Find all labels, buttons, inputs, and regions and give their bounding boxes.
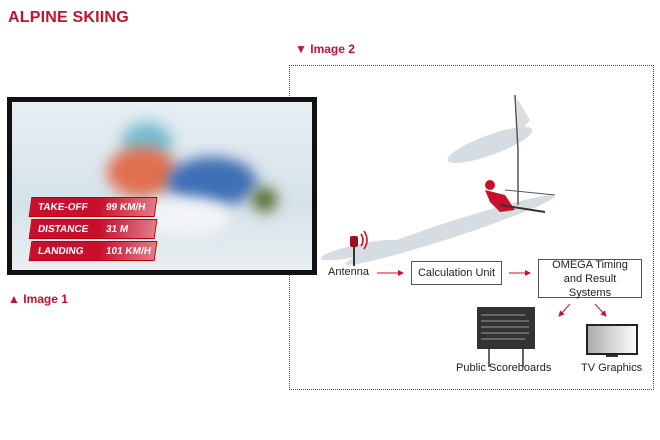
- overlay-label: DISTANCE: [37, 223, 90, 235]
- skier-illustration: [320, 94, 556, 265]
- triangle-up-icon: ▲: [8, 292, 20, 306]
- page-title: ALPINE SKIING: [8, 9, 129, 26]
- overlay-value: 101 KM/H: [105, 245, 152, 257]
- overlay-distance: DISTANCE 31 M: [28, 219, 158, 239]
- image2-caption: ▼ Image 2: [295, 42, 355, 56]
- image2-caption-text: Image 2: [310, 42, 355, 56]
- overlay-value: 31 M: [105, 223, 130, 235]
- tv-graphics-label: TV Graphics: [581, 362, 643, 374]
- omega-timing-box: OMEGA Timing and Result Systems: [538, 259, 642, 299]
- overlay-takeoff: TAKE-OFF 99 KM/H: [28, 197, 158, 217]
- tv-icon: [586, 324, 638, 357]
- scoreboard-icon: [477, 307, 535, 367]
- overlay-value: 99 KM/H: [105, 201, 147, 213]
- calculation-unit-box: Calculation Unit: [411, 261, 502, 285]
- antenna-label: Antenna: [328, 266, 369, 278]
- image1-caption: ▲ Image 1: [8, 292, 68, 306]
- tv-screen-image1: TAKE-OFF 99 KM/H DISTANCE 31 M LANDING 101 …: [7, 97, 317, 275]
- overlay-label: LANDING: [37, 245, 85, 257]
- image1-caption-text: Image 1: [23, 292, 68, 306]
- overlay-label: TAKE-OFF: [37, 201, 89, 213]
- antenna-icon: [350, 230, 368, 266]
- public-scoreboards-label: Public Scoreboards: [456, 362, 552, 374]
- overlay-landing: LANDING 101 KM/H: [28, 241, 158, 261]
- triangle-down-icon: ▼: [295, 42, 307, 56]
